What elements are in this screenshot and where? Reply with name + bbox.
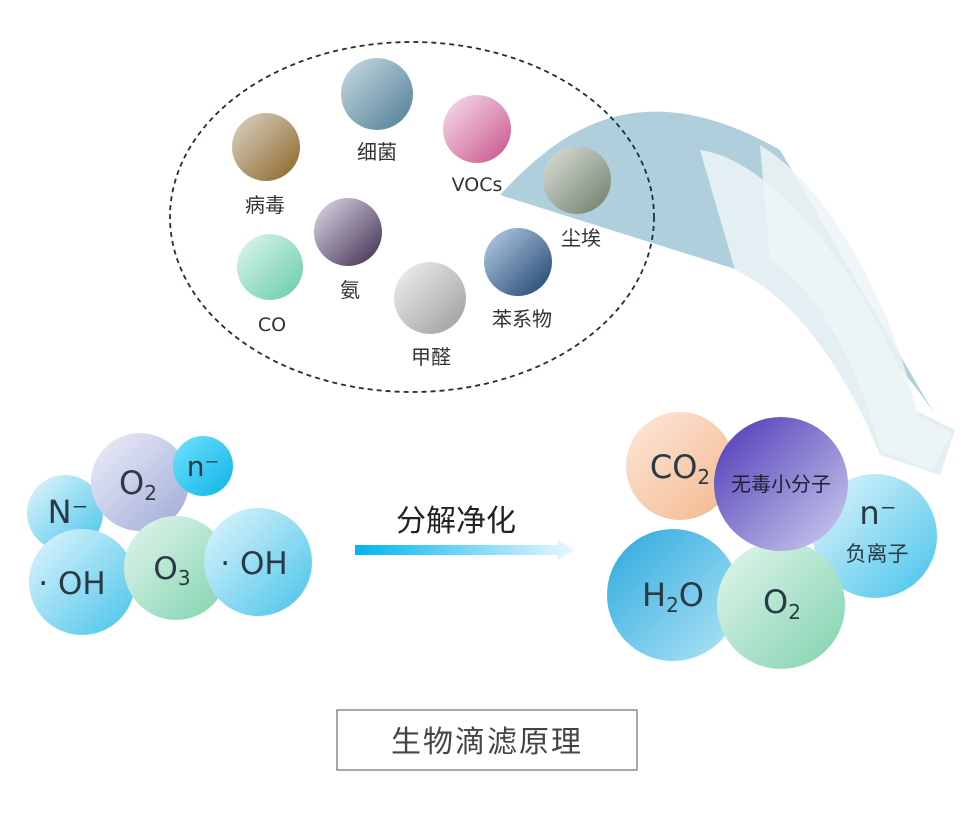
benzene-particle [484, 228, 552, 296]
virus-label: 病毒 [245, 193, 285, 217]
nontoxic-label: 无毒小分子 [731, 472, 831, 496]
n-minus-small-label: n⁻ [187, 450, 220, 483]
pollutant-bacteria: 细菌 [341, 58, 413, 164]
o3-symbol: O [153, 551, 177, 587]
o2-product-subscript: 2 [788, 600, 801, 624]
ammonia-label: 氨 [340, 278, 360, 302]
co2-particle [626, 412, 734, 520]
bacteria-particle [341, 58, 413, 130]
formaldehyde-particle [394, 262, 466, 334]
product-cluster: CO2 n⁻ 负离子 H2O O2 无毒小分子 [607, 412, 937, 669]
pollutant-formaldehyde: 甲醛 [394, 262, 466, 369]
process-label: 分解净化 [396, 504, 516, 539]
h2o-subscript: 2 [666, 593, 679, 617]
reactant-cluster: N⁻ O2 n⁻ · OH O3 · OH [27, 433, 312, 635]
pollutant-dust: 尘埃 [543, 146, 611, 250]
pollutant-boundary [169, 41, 655, 393]
o2-reactant-formula: O2 [119, 464, 157, 505]
oh-right-particle [204, 508, 312, 616]
o2-reactant-symbol: O [119, 464, 144, 502]
caption-frame [336, 709, 638, 771]
ammonia-particle [314, 198, 382, 266]
oh-left-particle [29, 529, 135, 635]
h2o-particle [607, 529, 739, 661]
caption-text: 生物滴滤原理 [391, 725, 583, 760]
caption-box: 生物滴滤原理 [336, 709, 638, 771]
o2-reactant-particle [91, 433, 189, 531]
dust-label: 尘埃 [561, 226, 601, 250]
co2-subscript: 2 [697, 465, 710, 489]
pollutant-vocs: VOCs [443, 95, 511, 196]
oh-left-label: · OH [38, 566, 105, 602]
o2-reactant-subscript: 2 [144, 481, 157, 505]
dust-particle [543, 146, 611, 214]
h2o-tail: O [679, 576, 704, 614]
o3-particle [124, 516, 228, 620]
pollutant-benzene: 苯系物 [484, 228, 552, 331]
process-arrow-bar [355, 540, 575, 560]
pollutant-ammonia: 氨 [314, 198, 382, 302]
o3-subscript: 3 [178, 566, 191, 590]
h2o-symbol: H [642, 576, 666, 614]
h2o-formula: H2O [642, 576, 704, 617]
vocs-particle [443, 95, 511, 163]
co2-symbol: CO [650, 448, 698, 486]
virus-particle [232, 113, 300, 181]
process-arrow: 分解净化 [355, 504, 575, 560]
co-label: CO [258, 314, 286, 336]
o2-product-symbol: O [763, 583, 788, 621]
co2-formula: CO2 [650, 448, 710, 489]
anion-symbol: n⁻ [859, 494, 896, 532]
nontoxic-particle [714, 417, 848, 551]
benzene-label: 苯系物 [492, 307, 552, 331]
o2-product-particle [717, 541, 845, 669]
pollutant-co: CO [237, 234, 303, 336]
o2-product-formula: O2 [763, 583, 801, 624]
o3-formula: O3 [153, 551, 190, 590]
n-minus-big-label: N⁻ [48, 493, 89, 531]
formaldehyde-label: 甲醛 [411, 345, 451, 369]
pollutant-virus: 病毒 [232, 113, 300, 217]
vocs-label: VOCs [452, 174, 503, 196]
n-minus-small-particle [173, 436, 233, 496]
anion-label: 负离子 [846, 542, 909, 566]
co-particle [237, 234, 303, 300]
bacteria-label: 细菌 [357, 140, 397, 164]
oh-right-label: · OH [220, 546, 287, 582]
